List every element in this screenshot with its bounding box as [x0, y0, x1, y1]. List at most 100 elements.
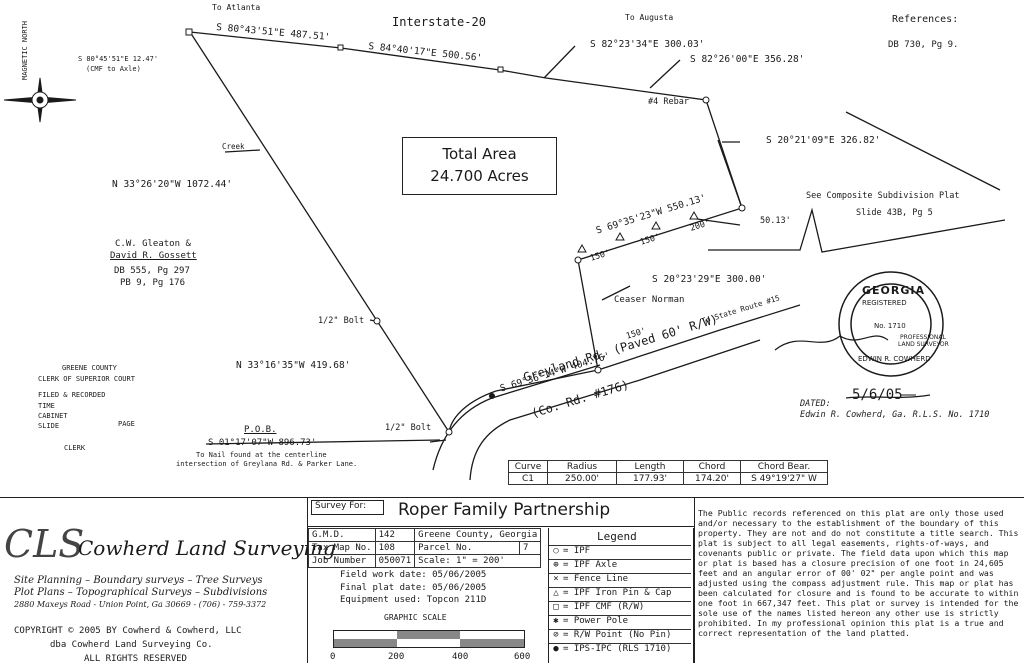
bolt-label-2: 1/2" Bolt	[385, 423, 432, 433]
curve-cell: 174.20'	[683, 472, 741, 485]
curve-header-radius: Radius	[547, 460, 617, 473]
bearing-10: N 33°26'20"W 1072.44'	[112, 179, 233, 190]
legend-item: ⊘ = R/W Point (No Pin)	[549, 629, 691, 643]
legend-symbol: ✱	[553, 616, 559, 626]
bearing-4: S 82°26'00"E 356.28'	[690, 54, 805, 65]
legend-symbol: □	[553, 602, 559, 612]
total-area-value: 24.700 Acres	[430, 167, 529, 185]
to-augusta-label: To Augusta	[625, 13, 674, 22]
tax-map-value: 108	[374, 541, 416, 555]
surveyor-notes: The Public records referenced on this pl…	[698, 508, 1019, 638]
clerk-line-6: SLIDE	[38, 422, 60, 430]
interstate-label: Interstate-20	[392, 15, 486, 29]
legend-text: = Fence Line	[563, 574, 629, 584]
title-block-rule	[0, 497, 1024, 498]
bearing-3: S 82°23'34"E 300.03'	[590, 39, 705, 50]
legend-text: = IPF Axle	[563, 560, 618, 570]
curve-header-chord-bearing: Chord Bear.	[740, 460, 828, 473]
tie-note: (CMF to Axle)	[86, 65, 141, 73]
scale-tick-0: 0	[330, 652, 336, 662]
pob-note-1: To Nail found at the centerline	[196, 451, 327, 459]
magnetic-north-label: MAGNETIC NORTH	[21, 20, 29, 80]
copyright-line-2: dba Cowherd Land Surveying Co.	[50, 640, 213, 650]
company-name: Cowherd Land Surveying	[78, 536, 336, 560]
curve-header-chord: Chord	[683, 460, 741, 473]
clerk-line-7: PAGE	[118, 420, 135, 428]
signer-line: Edwin R. Cowherd, Ga. R.L.S. No. 1710	[800, 410, 990, 420]
final-plat-date: Final plat date: 05/06/2005	[340, 583, 487, 593]
equipment-used: Equipment used: Topcon 211D	[340, 595, 487, 605]
dated-value: 5/6/05	[852, 387, 903, 403]
seal-surveyor: LAND SURVEYOR	[898, 341, 949, 348]
legend-item: △= IPF Iron Pin & Cap	[549, 587, 691, 601]
to-atlanta-label: To Atlanta	[212, 3, 261, 12]
seal-state: GEORGIA	[862, 284, 925, 297]
company-address: 2880 Maxeys Road - Union Point, Ga 30669…	[14, 600, 267, 609]
curve-header-length: Length	[616, 460, 684, 473]
curve-table: Curve Radius Length Chord Chord Bear. C1…	[508, 460, 828, 485]
title-block-divider-2	[694, 497, 695, 663]
rebar-label: #4 Rebar	[648, 97, 689, 107]
clerk-line-5: CABINET	[38, 412, 68, 420]
legend-item: ● = IPS-IPC (RLS 1710)	[549, 643, 691, 657]
legend-text: = IPF CMF (R/W)	[563, 602, 645, 612]
parcel-value: 7	[519, 541, 542, 555]
legend-box	[548, 528, 694, 663]
company-services-2: Plot Plans – Topographical Surveys – Sub…	[14, 587, 268, 598]
pob-label: P.O.B.	[244, 425, 277, 435]
field-work-date: Field work date: 05/06/2005	[340, 570, 487, 580]
pob-note-2: intersection of Greylana Rd. & Parker La…	[176, 460, 358, 468]
job-label: Job Number	[308, 554, 376, 568]
seal-professional: PROFESSIONAL	[900, 334, 946, 341]
bearing-5: S 20°21'09"E 326.82'	[766, 135, 881, 146]
county-value: Greene County, Georgia	[414, 528, 542, 542]
legend-item: ○= IPF	[549, 545, 691, 559]
legend-symbol: ⊕	[553, 560, 559, 570]
parcel-label: Parcel No.	[414, 541, 521, 555]
curve-cell: 177.93'	[616, 472, 684, 485]
bearing-7: S 20°23'29"E 300.00'	[652, 274, 767, 285]
owner-line-3: DB 555, Pg 297	[114, 266, 190, 276]
clerk-line-2: CLERK OF SUPERIOR COURT	[38, 375, 135, 383]
scale-tick-600: 600	[514, 652, 531, 662]
legend-text: = IPS-IPC (RLS 1710)	[563, 644, 672, 654]
graphic-scale-title: GRAPHIC SCALE	[384, 613, 447, 622]
title-block-divider-1	[307, 497, 308, 663]
curve-header-curve: Curve	[508, 460, 548, 473]
scale-tick-200: 200	[388, 652, 405, 662]
legend-title: Legend	[597, 530, 637, 543]
composite-plat-label: See Composite Subdivision Plat	[806, 191, 960, 201]
survey-info-table: G.M.D. 142 Greene County, Georgia Tax Ma…	[308, 528, 542, 568]
company-logo: CLS	[4, 522, 85, 566]
segment-5013: 50.13'	[760, 216, 791, 226]
pob-bearing: S 01°17'07"W 896.73'	[208, 438, 317, 448]
legend-text: = Power Pole	[563, 616, 629, 626]
ceaser-norman-label: Ceaser Norman	[614, 295, 685, 305]
survey-rule	[307, 526, 694, 527]
legend-symbol: ⊘	[553, 630, 559, 640]
curve-cell: C1	[508, 472, 548, 485]
creek-label: Creek	[222, 142, 245, 151]
client-name: Roper Family Partnership	[398, 500, 611, 520]
legend-text: = R/W Point (No Pin)	[563, 630, 672, 640]
copyright-line-1: COPYRIGHT © 2005 BY Cowherd & Cowherd, L…	[14, 626, 242, 636]
seal-registered: REGISTERED	[862, 299, 907, 307]
legend-symbol: △	[553, 588, 559, 598]
copyright-line-3: ALL RIGHTS RESERVED	[84, 654, 187, 664]
legend-item: ⊕ = IPF Axle	[549, 559, 691, 573]
scale-tick-400: 400	[452, 652, 469, 662]
clerk-line-3: FILED & RECORDED	[38, 391, 106, 399]
bearing-9: N 33°16'35"W 419.68'	[236, 360, 351, 371]
curve-cell: 250.00'	[547, 472, 617, 485]
gmd-label: G.M.D.	[308, 528, 376, 542]
clerk-line-8: CLERK	[64, 444, 86, 452]
job-value: 050071	[374, 554, 416, 568]
dated-label: DATED:	[800, 399, 831, 409]
legend-symbol: ×	[553, 574, 559, 584]
curve-cell: S 49°19'27" W	[740, 472, 828, 485]
company-services-1: Site Planning – Boundary surveys – Tree …	[14, 575, 263, 586]
legend-symbol: ●	[553, 644, 559, 654]
owner-line-4: PB 9, Pg 176	[120, 278, 186, 288]
legend-item: ✱ = Power Pole	[549, 615, 691, 629]
